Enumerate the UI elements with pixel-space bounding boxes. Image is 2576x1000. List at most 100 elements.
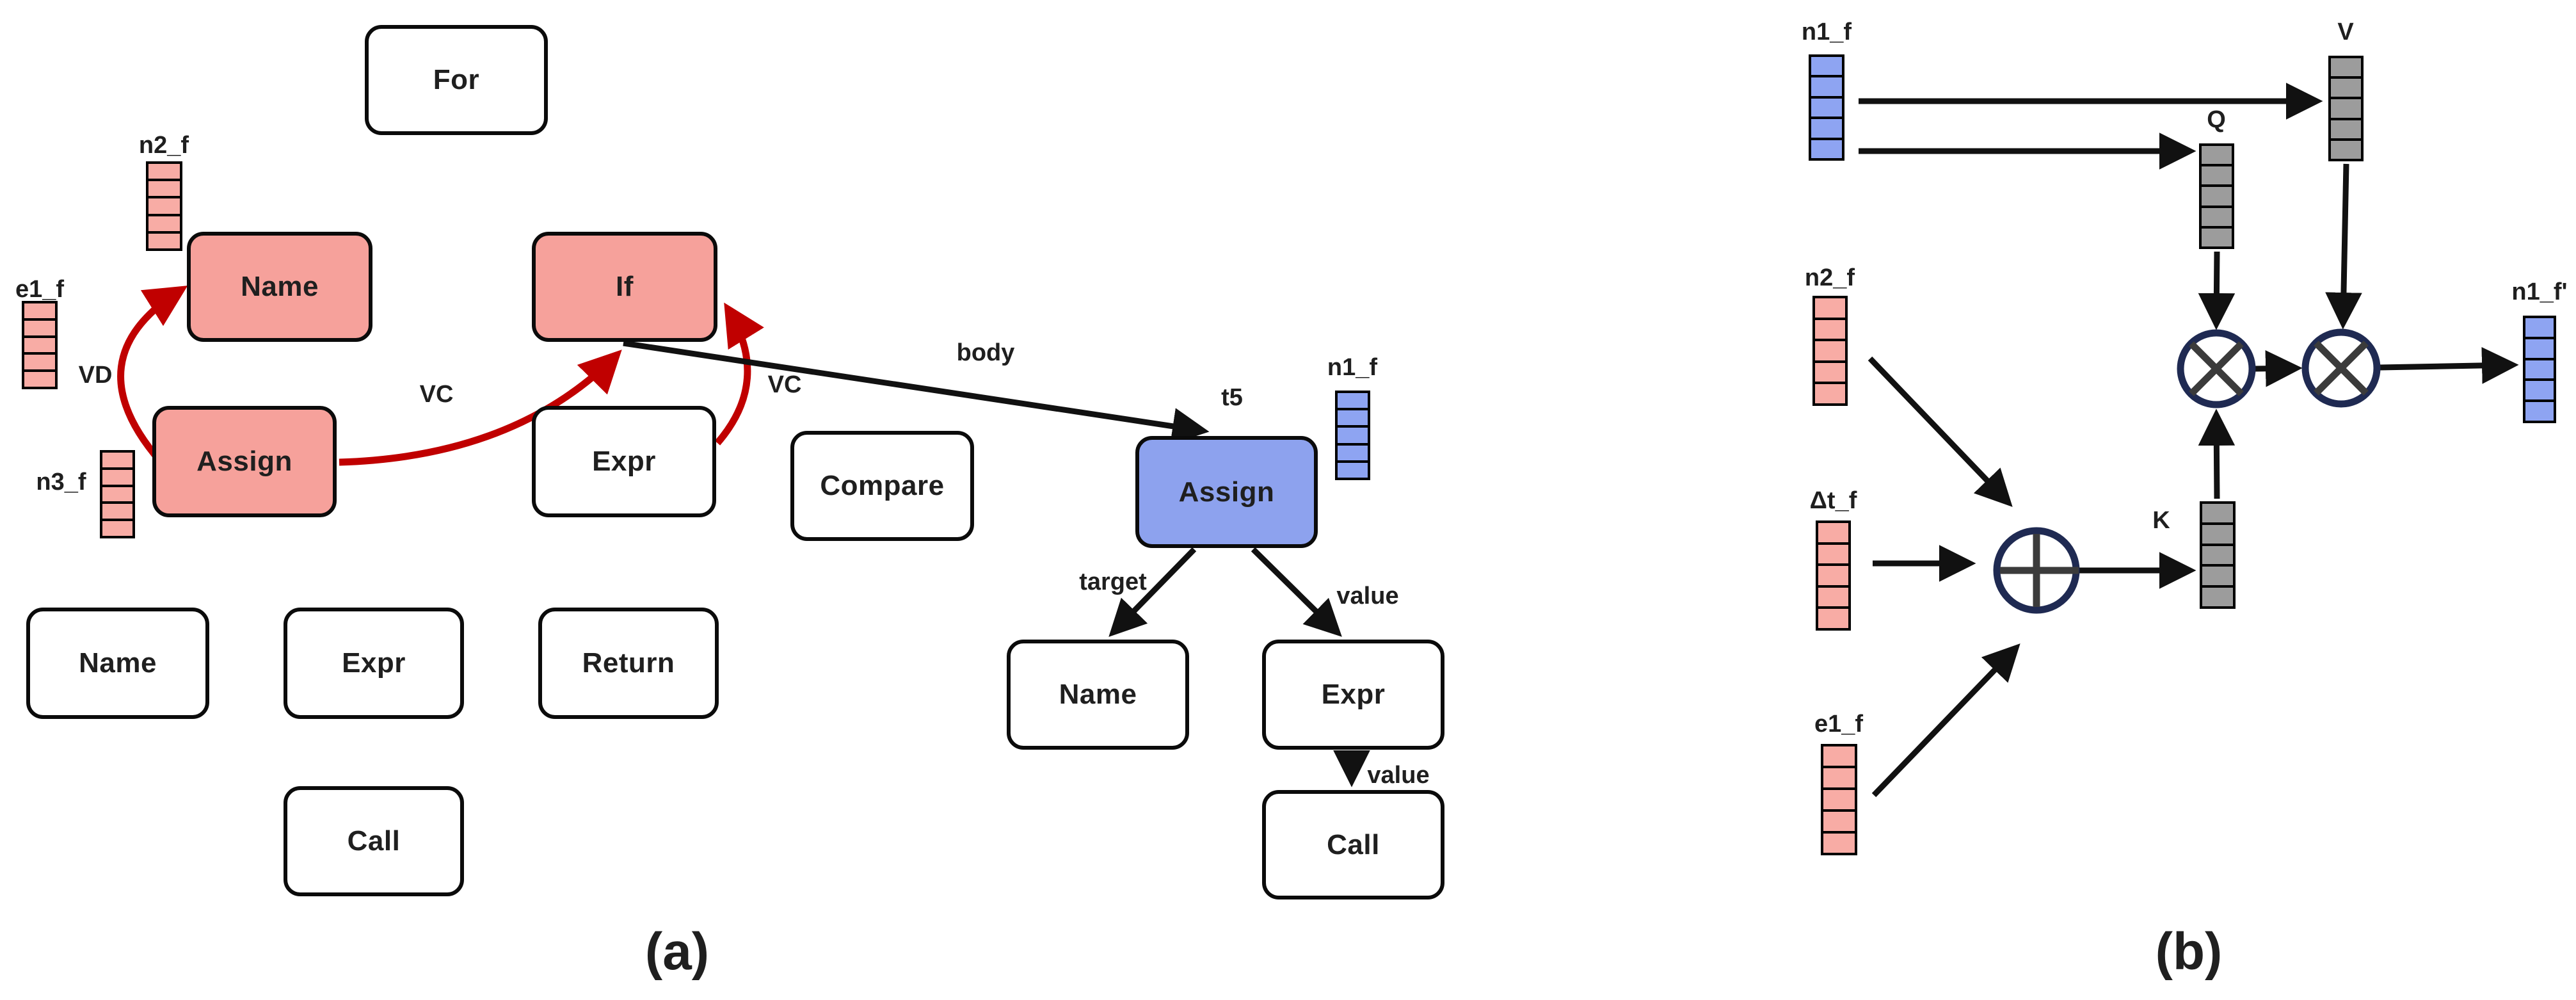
ast-node-call-value: Call <box>1262 790 1444 899</box>
vector-cell <box>1818 585 1848 607</box>
vector-cell <box>102 501 132 519</box>
vector-cell <box>1338 408 1368 426</box>
edge-label-vc-right: VC <box>767 371 802 398</box>
vector-cell <box>2331 138 2361 159</box>
node-label: Expr <box>342 647 406 679</box>
vector-cell <box>102 484 132 502</box>
vector-cell <box>2202 146 2232 165</box>
vector-cell <box>1815 317 1845 339</box>
vector-cell <box>1811 75 1842 96</box>
node-label: For <box>433 64 480 95</box>
vector-cell <box>148 213 180 231</box>
vector-cell <box>1823 766 1855 787</box>
vector-label-dtf-b: Δt_f <box>1809 487 1857 514</box>
vector-cell <box>2202 225 2232 247</box>
vector-cell <box>2202 522 2233 544</box>
ast-node-expr-2: Expr <box>284 608 464 719</box>
node-label: Expr <box>592 446 656 477</box>
feature-vector-n1f <box>1335 391 1370 480</box>
edge-target-assign-name <box>1108 547 1197 637</box>
multiply-operator-icon <box>2301 328 2381 408</box>
ast-node-assign-t5: Assign <box>1135 436 1318 548</box>
feature-vector-n2f-b <box>1812 296 1848 406</box>
vector-cell <box>2525 399 2554 421</box>
vector-cell <box>24 352 55 370</box>
vector-label-n1f-b: n1_f <box>1801 19 1852 45</box>
vector-cell <box>1823 809 1855 831</box>
feature-vector-k <box>2200 501 2236 609</box>
vector-cell <box>2202 184 2232 206</box>
feature-vector-v <box>2328 56 2364 161</box>
feature-vector-e1f-b <box>1821 744 1857 855</box>
vector-cell <box>1815 339 1845 360</box>
feature-vector-n2f <box>146 161 182 251</box>
edge-vc-assign-if <box>339 350 622 466</box>
vector-label-n2f-b: n2_f <box>1804 264 1855 291</box>
node-label: Name <box>79 647 157 679</box>
vector-label-n1f-prime: n1_f' <box>2511 278 2568 305</box>
vector-label-v: V <box>2337 19 2354 45</box>
vector-cell <box>148 230 180 249</box>
edge-label-value: value <box>1336 583 1399 609</box>
add-operator-icon <box>1993 527 2080 614</box>
vector-cell <box>1823 787 1855 809</box>
vector-cell <box>102 519 132 536</box>
node-label: Assign <box>196 446 292 477</box>
feature-vector-e1f <box>22 301 58 389</box>
vector-cell <box>2525 318 2554 337</box>
vector-cell <box>1338 393 1368 408</box>
edge-label-vc-left: VC <box>419 381 454 408</box>
vector-cell <box>1338 425 1368 443</box>
ast-node-call-2: Call <box>284 786 464 896</box>
node-label: Compare <box>820 470 945 501</box>
node-label: Call <box>347 825 401 857</box>
feature-vector-n1f-b <box>1809 54 1844 161</box>
vector-cell <box>2202 543 2233 565</box>
vector-cell <box>1815 298 1845 318</box>
panel-a-caption: (a) <box>644 923 710 981</box>
edge-vc-expr-if <box>714 302 764 446</box>
vector-cell <box>2202 564 2233 586</box>
multiply-operator-icon <box>2177 329 2256 408</box>
vector-cell <box>1818 563 1848 585</box>
edge-v-to-multiply2 <box>2325 163 2362 330</box>
vector-cell <box>1823 746 1855 766</box>
vector-cell <box>1815 360 1845 382</box>
vector-cell <box>1811 95 1842 117</box>
vector-label-q: Q <box>2207 106 2226 133</box>
node-label: Assign <box>1178 476 1275 508</box>
vector-label-e1f-b: e1_f <box>1814 711 1864 738</box>
vector-cell <box>2202 164 2232 185</box>
vector-cell <box>2202 585 2233 606</box>
edge-q-to-multiply1 <box>2198 251 2236 330</box>
node-label: Call <box>1327 828 1380 860</box>
ast-node-return: Return <box>538 608 719 719</box>
vector-cell <box>2202 205 2232 226</box>
vector-cell <box>1815 382 1845 403</box>
vector-cell <box>148 164 180 179</box>
node-label: Expr <box>1321 679 1386 710</box>
edge-label-target: target <box>1079 569 1147 595</box>
edge-label-t5: t5 <box>1221 384 1243 411</box>
ast-node-name-target: Name <box>1007 640 1189 750</box>
vector-label-n2f: n2_f <box>138 132 189 159</box>
edge-n2f-to-add <box>1868 356 2013 507</box>
vector-cell <box>24 369 55 387</box>
edge-label-vd: VD <box>78 362 113 389</box>
node-label: Name <box>241 271 319 302</box>
vector-label-k: K <box>2152 507 2170 534</box>
vector-cell <box>148 179 180 197</box>
feature-vector-q <box>2199 143 2234 249</box>
vector-label-n1f: n1_f <box>1327 354 1378 381</box>
node-label: Name <box>1059 679 1137 710</box>
vector-cell <box>1338 442 1368 460</box>
vector-cell <box>1811 57 1842 76</box>
edge-value-assign-expr <box>1251 547 1342 637</box>
vector-cell <box>1818 523 1848 542</box>
panel-b-caption: (b) <box>2155 923 2223 981</box>
ast-node-expr-value: Expr <box>1262 640 1444 750</box>
vector-cell <box>24 335 55 353</box>
ast-node-assign: Assign <box>152 406 337 517</box>
node-label: If <box>616 271 634 302</box>
